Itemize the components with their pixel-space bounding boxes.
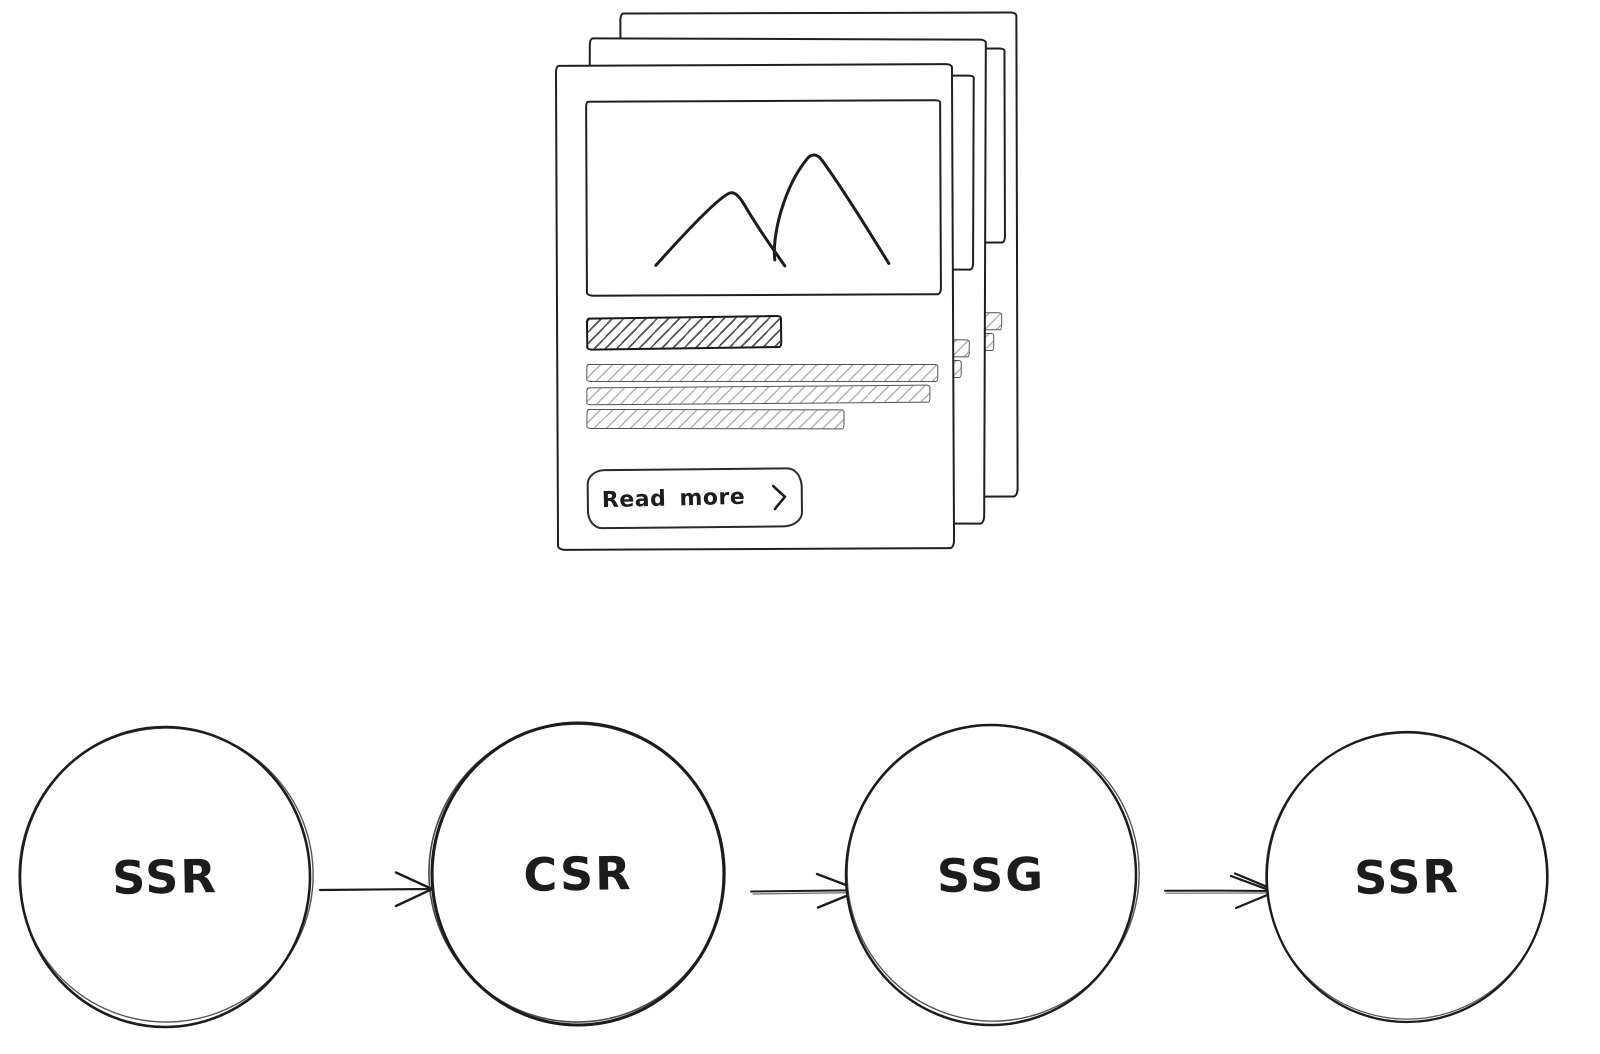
flow-node-label: SSG xyxy=(936,847,1046,903)
flow-node-ssg: SSG xyxy=(841,720,1141,1030)
flow-node-ssr-2: SSR xyxy=(1262,727,1552,1027)
flow-arrow-1 xyxy=(317,866,439,912)
circle-shape xyxy=(18,725,314,1029)
mountains-icon xyxy=(654,153,891,268)
flow-node-label: SSR xyxy=(111,849,219,905)
chevron-right-icon xyxy=(772,484,787,511)
card-front: Read more xyxy=(554,63,956,551)
flow-node-label: CSR xyxy=(522,846,634,902)
read-more-label: Read more xyxy=(601,484,746,513)
image-placeholder xyxy=(585,99,942,297)
text-placeholder-bar xyxy=(586,363,939,382)
text-placeholder-bar xyxy=(586,384,931,406)
flow-node-label: SSR xyxy=(1353,849,1461,905)
flow-node-csr: CSR xyxy=(427,716,729,1032)
text-placeholder-bar xyxy=(586,408,845,430)
circle-shape xyxy=(1265,730,1549,1024)
circle-shape xyxy=(844,723,1140,1027)
circle-shape xyxy=(428,721,726,1027)
read-more-button: Read more xyxy=(586,467,804,530)
title-placeholder-bar xyxy=(585,314,783,351)
flow-node-ssr-1: SSR xyxy=(15,722,315,1032)
arrow-right-icon xyxy=(318,871,434,908)
